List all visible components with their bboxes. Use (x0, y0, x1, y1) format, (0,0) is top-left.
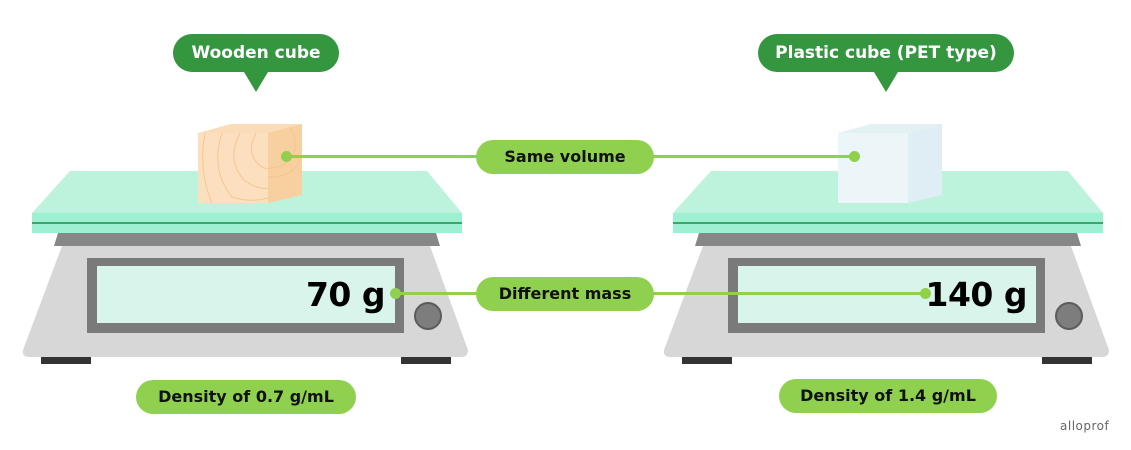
wooden-cube-callout-tail (244, 72, 268, 92)
left-reading-marker-dot (390, 288, 401, 299)
left-scale-neck (54, 233, 440, 246)
wooden-cube-marker-dot (281, 151, 292, 162)
right-scale-neck (695, 233, 1081, 246)
wooden-cube (198, 124, 302, 204)
same-volume-label: Same volume (476, 140, 654, 174)
left-density-label: Density of 0.7 g/mL (136, 380, 356, 414)
left-scale-button (414, 302, 442, 330)
right-density-label: Density of 1.4 g/mL (779, 379, 997, 413)
right-reading-marker-dot (920, 288, 931, 299)
plastic-cube (838, 124, 942, 203)
different-mass-connector-line (396, 292, 925, 295)
left-scale-foot-right (401, 357, 451, 364)
right-scale (663, 171, 1109, 364)
plastic-cube-marker-dot (849, 151, 860, 162)
plastic-cube-callout: Plastic cube (PET type) (758, 34, 1014, 72)
right-scale-button (1055, 302, 1083, 330)
left-display-screen (97, 266, 395, 323)
right-scale-reading: 140 g (925, 275, 1028, 314)
wooden-cube-callout: Wooden cube (173, 34, 339, 72)
left-scale-foot-left (41, 357, 91, 364)
different-mass-label: Different mass (476, 277, 654, 311)
plastic-cube-callout-tail (874, 72, 898, 92)
left-scale-reading: 70 g (305, 275, 386, 314)
alloprof-logo: alloprof (1060, 419, 1110, 433)
